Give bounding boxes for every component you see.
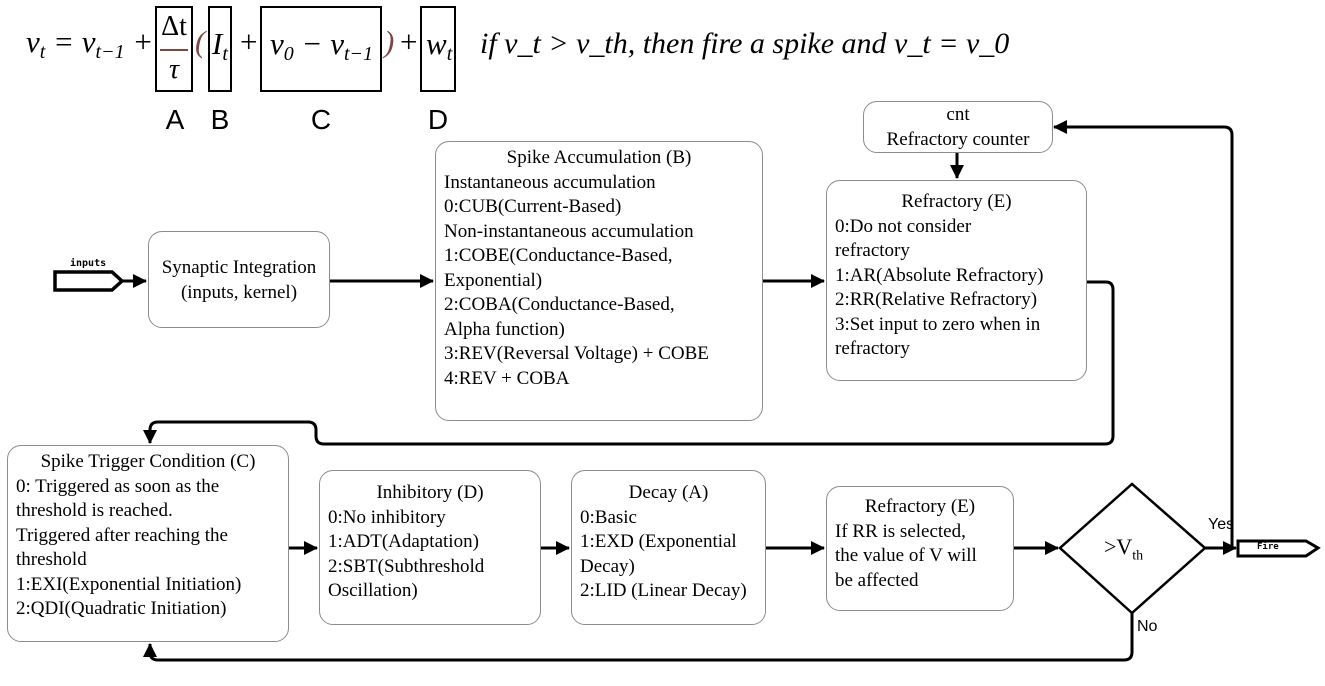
term-c: v0 − vt−1 [270,26,374,65]
label-a: A [165,104,185,135]
synaptic-integration-box: Synaptic Integration(inputs, kernel) [148,231,330,328]
term-a-box: Δt τ [155,6,193,92]
open-paren: ( [195,24,206,59]
no-label: No [1137,618,1158,635]
plus: + [238,24,259,59]
term-b: It [212,26,228,65]
close-paren: ) [384,24,395,59]
equation-lhs: vt = vt−1 + [26,24,154,63]
inputs-label: inputs [70,258,107,269]
label-c: C [310,104,332,135]
fire-label: Fire [1257,542,1279,552]
term-d: wt [426,26,453,65]
inputs-pentagon [53,270,125,292]
fire-pentagon [1236,539,1321,558]
spike-trigger-box: Spike Trigger Condition (C) 0: Triggered… [7,445,289,642]
plus: + [398,24,419,59]
term-d-box: wt [420,6,456,92]
yes-label: Yes [1208,516,1235,533]
refractory-bottom-box: Refractory (E) If RR is selected,the val… [826,486,1014,611]
term-b-box: It [208,6,232,92]
fire-condition: if v_t > v_th, then fire a spike and v_t… [480,27,1010,60]
spike-accumulation-box: Spike Accumulation (B) Instantaneous acc… [435,141,763,421]
term-c-box: v0 − vt−1 [260,6,382,92]
threshold-label: >Vth [1104,534,1144,564]
label-d: D [427,104,449,135]
label-b: B [210,104,230,135]
